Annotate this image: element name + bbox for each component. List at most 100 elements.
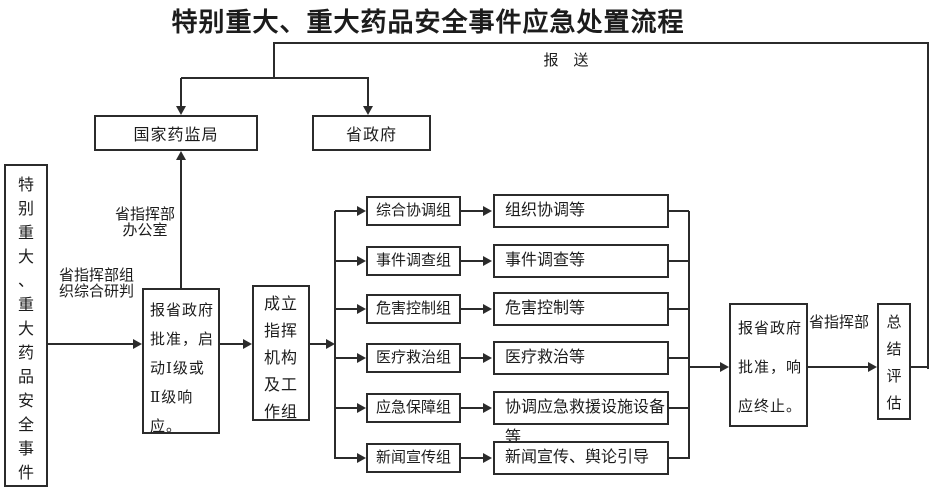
national-drug-admin-box: 国家药监局: [94, 115, 258, 151]
line-trunk-to-group: [335, 210, 357, 212]
arrowhead-into-task-icon: [483, 453, 492, 463]
text-line: 重: [17, 225, 34, 242]
setup-command-box: 成立指挥机构及工作组: [252, 285, 310, 421]
label-provincial-hq: 省指挥部: [809, 315, 870, 331]
text-line: 批准，启: [150, 332, 215, 348]
text-line: 安: [17, 393, 34, 410]
arrowhead-into-task-icon: [483, 403, 492, 413]
summary-eval-box: 总结评估: [877, 303, 911, 420]
text-line: 动Ⅰ级或: [150, 361, 205, 377]
arrowhead-into-group-icon: [357, 453, 366, 463]
text-line: 特: [17, 177, 34, 194]
arrowhead-into-task-icon: [483, 206, 492, 216]
arrowhead-into-group-icon: [357, 403, 366, 413]
line-task-to-trunk: [669, 357, 689, 359]
line-trunk-to-group: [335, 357, 357, 359]
arrowhead-up-nmpa-icon: [176, 151, 186, 160]
line-trunk-to-end: [689, 366, 720, 368]
workgroup-box: 事件调查组: [366, 246, 461, 276]
line-incident-to-start: [48, 343, 133, 345]
text-line: 药: [17, 345, 34, 362]
line-report-left: [273, 42, 275, 79]
text-line: 结: [886, 342, 902, 358]
workgroup-box: 医疗救治组: [366, 343, 461, 373]
arrowhead-into-group-icon: [357, 353, 366, 363]
line-trunk-to-group: [335, 308, 357, 310]
text-line: 批准，响: [738, 360, 803, 376]
line-drop-to-provgov: [367, 78, 369, 107]
workgroup-box: 应急保障组: [366, 393, 461, 423]
label-hq-research: 省指挥部组织综合研判: [59, 268, 149, 300]
task-box: 事件调查等: [493, 244, 669, 278]
text-line: 省指挥部: [114, 207, 175, 223]
start-response-box: 报省政府批准，启动Ⅰ级或 Ⅱ级响应。: [142, 288, 220, 435]
arrowhead-into-group-icon: [357, 304, 366, 314]
arrowhead-into-trunk-icon: [326, 339, 335, 349]
line-task-to-trunk: [669, 308, 689, 310]
text-line: 全: [17, 417, 34, 434]
line-trunk-to-group: [335, 260, 357, 262]
line-group-to-task: [461, 407, 483, 409]
arrowhead-into-task-icon: [483, 256, 492, 266]
line-report-top: [273, 42, 929, 44]
line-top-split: [181, 77, 369, 79]
task-box: 组织协调等: [493, 194, 669, 228]
arrowhead-into-group-icon: [357, 206, 366, 216]
workgroup-box: 综合协调组: [366, 196, 461, 226]
provincial-government-box: 省政府: [312, 115, 431, 151]
text-line: 估: [886, 396, 902, 412]
line-drop-to-nmpa: [180, 78, 182, 107]
end-response-box: 报省政府批准，响应终止。: [729, 303, 808, 427]
label-report-send: 报 送: [543, 53, 589, 69]
text-line: 大: [17, 321, 34, 338]
text-line: 事: [17, 441, 34, 458]
arrowhead-into-group-icon: [357, 256, 366, 266]
text-line: 省指挥部组: [59, 268, 135, 284]
arrowhead-into-task-icon: [483, 304, 492, 314]
text-line: 大: [17, 249, 34, 266]
line-group-to-task: [461, 357, 483, 359]
workgroup-box: 新闻宣传组: [366, 443, 461, 473]
line-office-report-up: [180, 158, 182, 288]
task-box: 新闻宣传、舆论引导: [493, 441, 669, 475]
workgroup-box: 危害控制组: [366, 294, 461, 324]
line-task-to-trunk: [669, 210, 689, 212]
arrowhead-into-start-icon: [133, 339, 142, 349]
text-line: 报省政府: [150, 303, 215, 319]
text-line: 成立: [263, 296, 298, 313]
arrowhead-down-provgov-icon: [363, 106, 373, 115]
arrowhead-down-nmpa-icon: [176, 106, 186, 115]
trunk-right-line: [688, 211, 690, 459]
line-task-to-trunk: [669, 260, 689, 262]
line-report-right: [927, 42, 929, 369]
text-line: 、: [17, 273, 34, 290]
text-line: Ⅱ级响: [150, 390, 194, 406]
line-group-to-task: [461, 457, 483, 459]
arrowhead-into-end-icon: [720, 362, 729, 372]
text-line: 及工: [263, 377, 298, 394]
text-line: 办公室: [122, 223, 168, 239]
task-box: 协调应急救援设施设备等: [493, 391, 669, 446]
line-start-to-setup: [220, 343, 243, 345]
line-summary-to-report: [911, 366, 929, 368]
text-line: 别: [17, 201, 34, 218]
text-line: 织综合研判: [59, 284, 135, 300]
line-group-to-task: [461, 260, 483, 262]
arrowhead-into-setup-icon: [243, 339, 252, 349]
text-line: 指挥: [263, 323, 298, 340]
incident-box: 特别重大、重大药品安全事件: [4, 164, 48, 487]
task-box: 医疗救治等: [493, 341, 669, 375]
page-title: 特别重大、重大药品安全事件应急处置流程: [171, 8, 685, 37]
label-hq-office: 省指挥部办公室: [95, 207, 195, 239]
line-group-to-task: [461, 308, 483, 310]
line-task-to-trunk: [669, 457, 689, 459]
line-group-to-task: [461, 210, 483, 212]
text-line: 应终止。: [738, 399, 803, 415]
line-trunk-to-group: [335, 407, 357, 409]
text-line: 评: [886, 369, 902, 385]
line-setup-out: [310, 343, 326, 345]
text-line: 应。: [150, 419, 183, 435]
trunk-left-line: [334, 211, 336, 459]
task-box: 危害控制等: [493, 292, 669, 326]
